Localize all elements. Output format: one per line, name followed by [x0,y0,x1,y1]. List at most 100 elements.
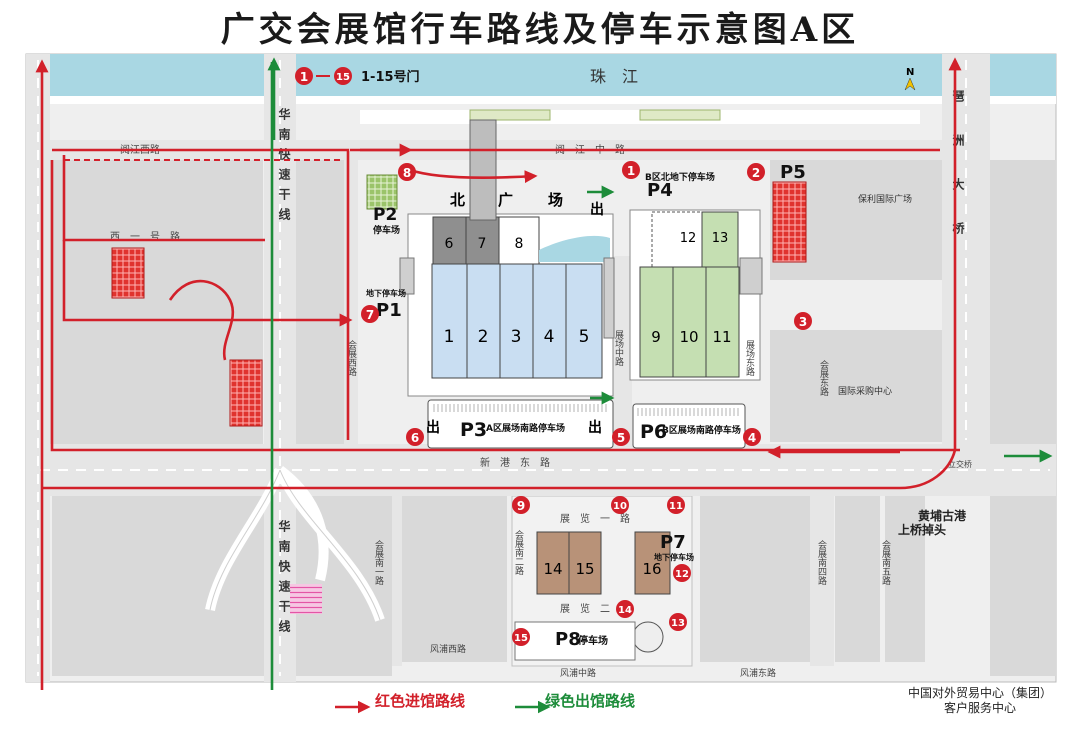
gate-3[interactable]: 3 [794,312,812,330]
gate-7[interactable]: 7 [361,305,379,323]
svg-text:1: 1 [300,70,308,84]
gate-6[interactable]: 6 [406,428,424,446]
intl-center-label: 国际采购中心 [838,385,892,397]
hall-13-label: 13 [712,231,729,246]
hall-3-label: 3 [511,327,522,347]
hall-8-label: 8 [515,236,524,252]
hall-9-label: 9 [651,328,661,346]
hall-1[interactable] [431,263,468,379]
svg-text:15: 15 [336,72,350,83]
parking-south-west-area[interactable] [229,359,263,427]
svg-text:10: 10 [613,501,627,512]
hall-15-label: 15 [575,560,594,578]
svg-text:11: 11 [669,501,683,512]
hall-12[interactable] [651,211,703,268]
svg-text:13: 13 [671,618,685,629]
footer-line-1: 中国对外贸易中心（集团） [907,686,1052,700]
gate-8[interactable]: 8 [398,163,416,181]
gate-12[interactable]: 12 [673,564,691,582]
svg-text:1-15号门: 1-15号门 [361,69,420,85]
road-label-huizhan-south-1: 会展南一路 [373,539,384,586]
gate-markers: 1 2 3 4 5 6 7 8 9 10 11 12 13 14 15 [361,161,812,646]
svg-text:3: 3 [799,315,807,329]
hall-1-label: 1 [444,327,455,347]
road-label-zhanlan-yi: 展 览 一 路 [560,512,630,525]
road-label-huizhan-south-5: 会展南五路 [880,539,891,586]
gate-15[interactable]: 15 [512,628,530,646]
gate-10[interactable]: 10 [611,496,629,514]
parking-p6-label: P6 [640,421,667,443]
road-label-south-express-lower: 华南快速干线 [277,519,291,640]
hall-16[interactable] [634,531,671,595]
parking-west-area[interactable] [111,247,145,299]
parking-p2-area[interactable] [366,174,398,210]
exit-north-label: 出 [590,201,604,218]
parking-p3-label: P3 [460,419,487,441]
gate-2[interactable]: 2 [747,163,765,181]
road-label-huizhan-mid: 展场中路 [613,330,624,367]
parking-p8-area[interactable] [514,621,636,661]
gate-13[interactable]: 13 [669,613,687,631]
hall-4[interactable] [532,263,567,379]
svg-text:12: 12 [675,569,689,580]
gate-4[interactable]: 4 [743,428,761,446]
road-label-huizhan-south-4: 会展南四路 [816,539,827,586]
svg-text:8: 8 [403,166,411,180]
parking-pink-area [290,584,322,614]
parking-p5-area[interactable] [772,181,807,263]
pazhou-tower [632,621,664,653]
hall-3[interactable] [499,263,534,379]
gate-1[interactable]: 1 [622,161,640,179]
parking-p2-sub: 停车场 [373,224,400,236]
river-label: 珠 江 [590,67,638,86]
legend-in-label: 红色进馆路线 [375,692,466,710]
gate-5[interactable]: 5 [612,428,630,446]
road-label-liji: 立交桥 [948,459,972,469]
road-label-huizhan-south-2: 会展南二路 [513,529,524,576]
a-main-halls [431,263,603,379]
road-label-fengpu-east: 风浦东路 [740,667,776,679]
parking-p7-label: P7 [660,532,686,553]
north-square-char-2: 广 [498,191,513,209]
hall-11[interactable] [705,266,740,378]
svg-text:1: 1 [627,164,635,178]
hall-14[interactable] [536,531,570,595]
hall-6[interactable] [432,216,467,268]
road-label-huizhan-east: 展场东路 [744,340,755,377]
svg-text:15: 15 [514,633,528,644]
gate-14[interactable]: 14 [616,600,634,618]
road-label-zhanlan-er: 展 览 二 路 [560,602,630,615]
gate-legend: 1 15 1-15号门 [295,67,420,85]
hall-14-label: 14 [543,560,562,578]
hall-10-label: 10 [679,328,698,346]
hall-13[interactable] [701,211,739,268]
road-label-huangpu: 黄埔古港 [918,508,967,523]
gate-11[interactable]: 11 [667,496,685,514]
north-square-char-1: 北 [450,191,465,209]
road-label-fengpu-west: 风浦西路 [430,643,466,655]
north-arrow-label: N [906,67,914,78]
hall-6-label: 6 [445,236,454,252]
svg-text:4: 4 [748,431,756,445]
intl-plaza-label: 保利国际广场 [858,193,912,205]
hall-10[interactable] [672,266,707,378]
hall-2[interactable] [466,263,501,379]
road-label-huizhan-east-2: 会展东路 [818,359,829,397]
pearl-river [26,54,1056,96]
hall-9[interactable] [639,266,674,378]
legend-out-label: 绿色出馆路线 [545,692,636,710]
parking-p7-sub: 地下停车场 [654,552,694,562]
hall-4-label: 4 [544,327,555,347]
parking-p8-sub: 停车场 [578,634,608,647]
gate-9[interactable]: 9 [512,496,530,514]
parking-p3-sub: A区展场南路停车场 [486,422,565,434]
road-label-huizhan-west: 会展西路 [346,339,357,377]
parking-p5-label: P5 [780,162,806,183]
hall-12-label: 12 [680,231,697,246]
parking-p6-sub: B区展场南路停车场 [662,424,741,436]
svg-text:14: 14 [618,605,632,616]
hall-5[interactable] [565,263,603,379]
parking-p1-label: P1 [376,300,402,321]
hall-15[interactable] [568,531,602,595]
